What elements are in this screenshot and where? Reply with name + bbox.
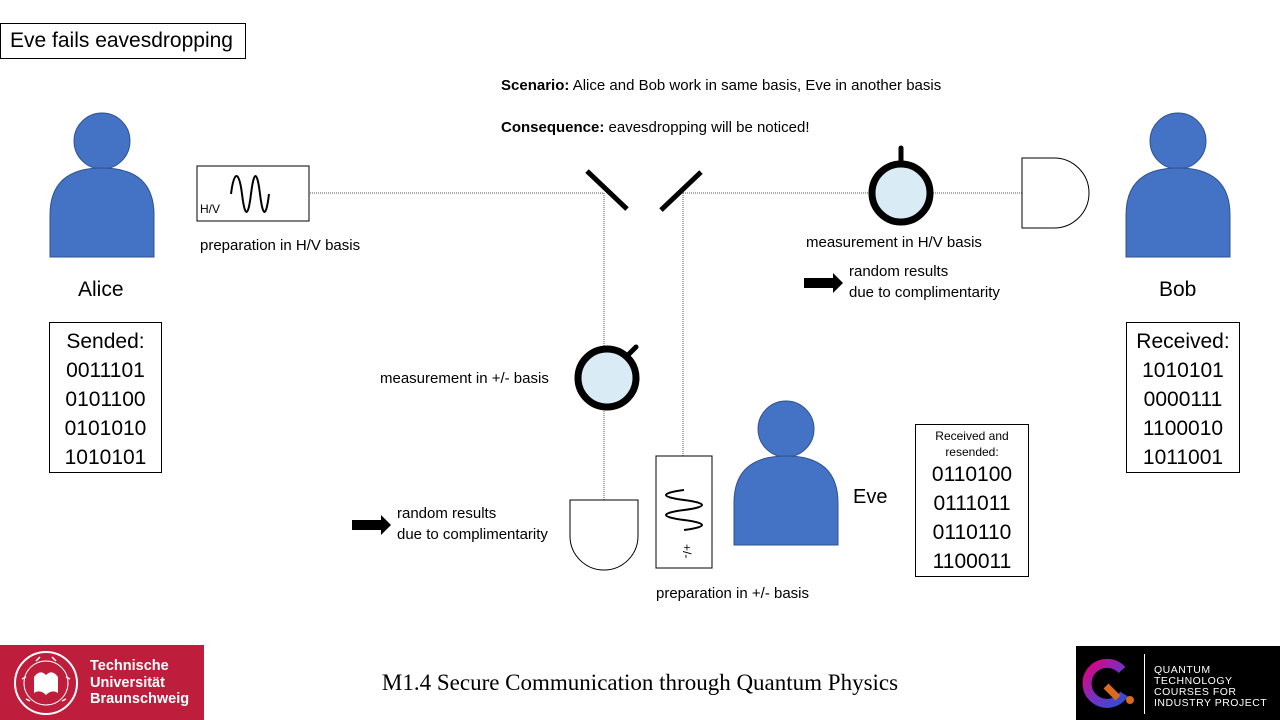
- tu-logo-line: Universität: [90, 674, 165, 691]
- qt-logo-line: TECHNOLOGY: [1154, 675, 1233, 687]
- bob-measurement-caption: measurement in H/V basis: [806, 234, 982, 251]
- bit-row: 1100011: [932, 550, 1012, 573]
- arrow-right-icon: [352, 515, 391, 535]
- tu-braunschweig-logo: Technische Universität Braunschweig: [0, 645, 204, 720]
- eve-source-box: [655, 455, 713, 569]
- bit-row: 0101100: [65, 388, 146, 411]
- wave-icon: [230, 175, 270, 213]
- eve-avatar: [733, 400, 839, 546]
- eve-measurement-caption: measurement in +/- basis: [380, 370, 549, 387]
- bob-result-line2: due to complimentarity: [849, 284, 1000, 301]
- mirror-right: [659, 170, 703, 212]
- eve-name: Eve: [853, 486, 888, 508]
- qt-logo-text: QUANTUM TECHNOLOGY COURSES FOR INDUSTRY …: [1154, 665, 1267, 709]
- scenario-label: Scenario:: [501, 77, 570, 94]
- bob-result-line1: random results: [849, 263, 949, 280]
- eve-result-line1: random results: [397, 505, 497, 522]
- bit-row: 1010101: [64, 446, 147, 469]
- alice-sent-bits-box: Sended: 0011101 0101100 0101010 1010101: [49, 322, 162, 473]
- qt-logo-icon: [1082, 658, 1134, 708]
- eve-lens-icon: [574, 344, 640, 411]
- slide-title: Eve fails eavesdropping: [0, 23, 246, 59]
- bit-row: 0111011: [933, 492, 1011, 515]
- bit-row: 1011001: [1142, 446, 1224, 469]
- consequence-line: Consequence: eavesdropping will be notic…: [501, 119, 810, 136]
- tu-logo-line: Braunschweig: [90, 691, 190, 707]
- bit-row: 0110110: [932, 521, 1012, 544]
- bob-lens-icon: [868, 145, 934, 226]
- eve-source-caption: preparation in +/- basis: [656, 585, 810, 602]
- bob-avatar: [1125, 112, 1231, 258]
- eve-detector: [569, 499, 639, 571]
- arrow-right-icon: [804, 273, 843, 293]
- alice-source-caption: preparation in H/V basis: [200, 237, 361, 254]
- bit-row: 0101010: [64, 417, 147, 440]
- alice-source-box: [196, 165, 310, 222]
- alice-name: Alice: [78, 278, 124, 301]
- bit-row: 1010101: [1142, 359, 1224, 382]
- bob-box-title: Received:: [1136, 330, 1230, 353]
- tu-logo-text: Technische Universität Braunschweig: [90, 658, 189, 708]
- scenario-text: Alice and Bob work in same basis, Eve in…: [572, 77, 942, 94]
- wave-icon: [665, 489, 703, 531]
- eve-result-line2: due to complimentarity: [397, 526, 548, 543]
- eve-basis-label: +/-: [680, 544, 694, 559]
- bob-name: Bob: [1159, 278, 1197, 301]
- qt-logo-line: COURSES FOR: [1154, 686, 1237, 698]
- qt-logo-line: INDUSTRY PROJECT: [1154, 697, 1268, 709]
- tu-logo-line: Technische: [90, 658, 169, 674]
- consequence-text: eavesdropping will be noticed!: [608, 119, 810, 136]
- alice-avatar: [49, 112, 155, 258]
- mirror-left: [585, 169, 629, 211]
- alice-basis-label: H/V: [200, 202, 221, 216]
- logo-divider: [1144, 654, 1145, 714]
- bob-received-bits-box: Received: 1010101 0000111 1100010 101100…: [1126, 322, 1240, 473]
- alice-box-title: Sended:: [66, 330, 145, 353]
- eve-resended-bits-box: Received and resended: 0110100 0111011 0…: [915, 424, 1029, 577]
- qt-courses-logo: QUANTUM TECHNOLOGY COURSES FOR INDUSTRY …: [1076, 646, 1280, 720]
- bit-row: 0000111: [1143, 388, 1223, 411]
- eve-box-title: Received and resended:: [935, 429, 1009, 459]
- university-seal-icon: [14, 651, 78, 715]
- qt-logo-line: QUANTUM: [1154, 664, 1211, 676]
- bit-row: 0110100: [931, 463, 1013, 486]
- bit-row: 1100010: [1142, 417, 1224, 440]
- bit-row: 0011101: [66, 359, 145, 382]
- bob-detector: [1021, 157, 1090, 229]
- consequence-label: Consequence:: [501, 119, 605, 136]
- scenario-line: Scenario: Alice and Bob work in same bas…: [501, 77, 941, 94]
- course-title: M1.4 Secure Communication through Quantu…: [381, 670, 899, 695]
